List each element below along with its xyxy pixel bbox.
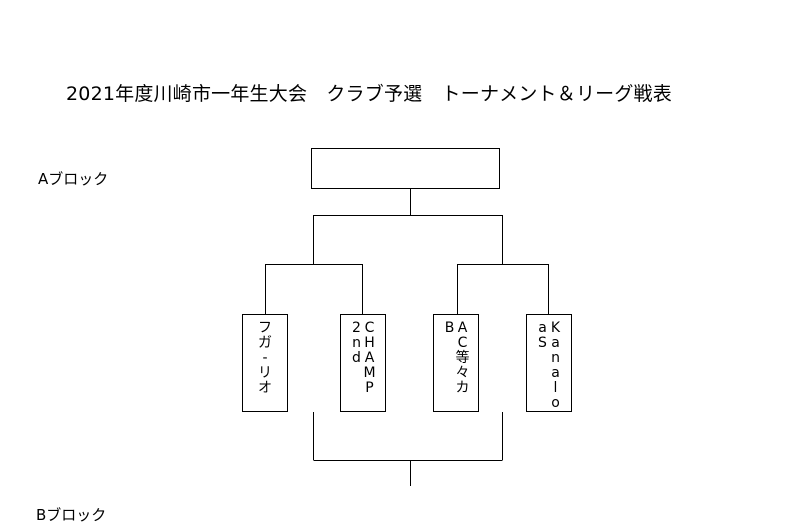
team-name-char: A <box>364 350 375 366</box>
team-name-char: 々 <box>455 365 470 381</box>
team-name-char: M <box>363 365 376 381</box>
team-name-col: フガ-リオ <box>258 320 272 411</box>
team-name-char: n <box>551 350 560 366</box>
team-name-char: a <box>551 335 560 351</box>
team-name-char: フ <box>258 320 272 336</box>
team-name-char: 等 <box>455 350 470 366</box>
winner-box <box>311 148 500 189</box>
page-title: 2021年度川崎市一年生大会 クラブ予選 トーナメント＆リーグ戦表 <box>66 83 672 105</box>
team-name-char: n <box>352 335 361 351</box>
block-b-label: Bブロック <box>36 506 107 524</box>
team-name-char: K <box>550 320 561 336</box>
team-name-char: S <box>538 335 547 351</box>
team-name-char: A <box>457 320 468 336</box>
team-name-char: a <box>551 365 560 381</box>
team-name-char: P <box>365 380 374 396</box>
team-name-col: B <box>443 321 456 411</box>
team-name-char: a <box>538 320 547 336</box>
team-name-char: ガ <box>258 335 272 351</box>
team-box-1: フガ-リオ <box>242 314 288 412</box>
team-name-char: - <box>262 350 268 366</box>
team-name-char: B <box>444 320 455 336</box>
team-name-char: o <box>551 395 560 411</box>
team-name-char: オ <box>258 380 272 396</box>
team-name-char: カ <box>455 380 470 396</box>
team-name-char: d <box>352 350 361 366</box>
team-name-char: H <box>364 335 375 351</box>
block-a-label: Aブロック <box>38 170 109 188</box>
team-name-char: l <box>553 380 558 396</box>
team-name-char: C <box>457 335 468 351</box>
team-name-char: C <box>364 320 375 336</box>
team-name-char: 2 <box>352 320 361 336</box>
team-name-char: リ <box>258 365 272 381</box>
